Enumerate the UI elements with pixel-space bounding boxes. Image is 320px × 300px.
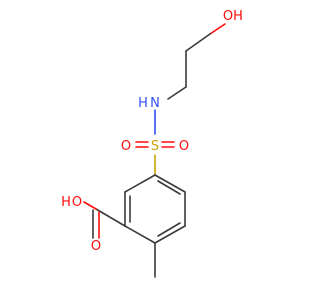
bond-c-oh <box>83 201 97 210</box>
atom-label-hydroxyl-o: O <box>223 9 233 24</box>
ring-bond-3 <box>154 225 186 244</box>
bond-layer <box>83 23 226 278</box>
bond-ring-cooh <box>95 208 126 227</box>
atom-label-layer: O H H N S O O H O O <box>61 9 243 254</box>
ring-bond-4 <box>124 225 156 244</box>
ring-bond-6 <box>124 174 156 193</box>
atom-label-carbonyl-o: O <box>91 239 101 254</box>
ring-double-1 <box>157 180 181 195</box>
atom-label-hydroxyl-h: H <box>233 9 243 24</box>
molecule-structure-diagram: O H H N S O O H O O <box>61 9 243 278</box>
atom-label-acid-h: H <box>61 195 71 210</box>
atom-label-amine-n: N <box>150 96 160 111</box>
bond-c3-n <box>167 86 187 100</box>
bond-o-c1 <box>209 23 226 35</box>
ring-bond-1 <box>154 174 186 193</box>
atom-label-sulfur: S <box>151 139 159 154</box>
atom-label-sulfonyl-o-right: O <box>179 139 189 154</box>
bond-c1-c2 <box>185 33 211 52</box>
ring-double-2 <box>157 222 181 237</box>
atom-label-acid-o: O <box>72 195 82 210</box>
atom-label-amine-h: H <box>138 96 148 111</box>
atom-label-sulfonyl-o-left: O <box>121 139 131 154</box>
